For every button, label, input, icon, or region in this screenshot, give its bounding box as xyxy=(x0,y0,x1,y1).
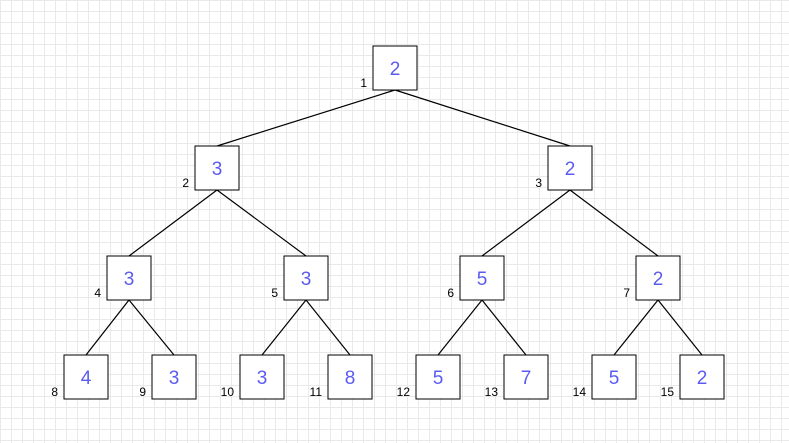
node-box xyxy=(679,354,725,400)
node-value: 5 xyxy=(433,368,444,389)
tree-node-2: 32 xyxy=(182,145,240,191)
node-box xyxy=(283,255,329,301)
tree-node-3: 23 xyxy=(535,145,593,191)
node-box xyxy=(635,255,681,301)
node-box xyxy=(503,354,549,400)
tree-node-10: 3 10 xyxy=(221,354,285,400)
tree-edge-7-14 xyxy=(613,299,659,356)
node-value: 3 xyxy=(124,269,135,290)
node-index-label: 9 xyxy=(139,385,146,399)
node-index-label: 4 xyxy=(94,286,101,300)
node-box xyxy=(63,354,109,400)
node-index-label: 2 xyxy=(182,176,189,190)
node-box xyxy=(194,145,240,191)
node-box xyxy=(547,145,593,191)
tree-edge-1-2 xyxy=(216,89,396,147)
node-box xyxy=(239,354,285,400)
tree-node-13: 7 13 xyxy=(485,354,549,400)
node-box xyxy=(106,255,152,301)
node-index-label: 15 xyxy=(661,385,675,399)
tree-edge-6-13 xyxy=(481,299,527,356)
tree-node-6: 56 xyxy=(447,255,505,301)
node-box xyxy=(591,354,637,400)
node-index-label: 8 xyxy=(51,385,58,399)
node-value: 7 xyxy=(521,368,532,389)
node-box xyxy=(415,354,461,400)
tree-edge-1-3 xyxy=(394,89,571,147)
tree-edge-3-7 xyxy=(569,189,659,257)
tree-node-7: 27 xyxy=(623,255,681,301)
tree-edge-4-8 xyxy=(85,299,130,356)
node-index-label: 6 xyxy=(447,286,454,300)
node-value: 2 xyxy=(565,159,576,180)
tree-node-5: 35 xyxy=(271,255,329,301)
node-index-label: 13 xyxy=(485,385,499,399)
tree-node-12: 5 12 xyxy=(397,354,461,400)
node-index-label: 1 xyxy=(360,76,367,90)
node-value: 5 xyxy=(609,368,620,389)
tree-edge-3-6 xyxy=(481,189,571,257)
node-box xyxy=(372,45,418,91)
node-value: 3 xyxy=(169,368,180,389)
tree-edge-2-5 xyxy=(216,189,307,257)
tree-edge-5-11 xyxy=(305,299,351,356)
tree-edge-4-9 xyxy=(128,299,175,356)
tree-node-15: 2 15 xyxy=(661,354,725,400)
node-box xyxy=(327,354,373,400)
node-index-label: 10 xyxy=(221,385,235,399)
tree-edge-6-12 xyxy=(437,299,483,356)
node-value: 5 xyxy=(477,269,488,290)
node-value: 2 xyxy=(390,59,401,80)
node-index-label: 14 xyxy=(573,385,587,399)
node-index-label: 3 xyxy=(535,176,542,190)
node-box xyxy=(151,354,197,400)
tree-edge-2-4 xyxy=(128,189,218,257)
node-value: 8 xyxy=(345,368,356,389)
edges-layer xyxy=(85,89,703,356)
tree-node-9: 39 xyxy=(139,354,197,400)
tree-node-14: 5 14 xyxy=(573,354,637,400)
node-value: 2 xyxy=(653,269,664,290)
tree-node-1: 21 xyxy=(360,45,418,91)
node-value: 4 xyxy=(81,368,92,389)
tree-node-11: 8 11 xyxy=(310,354,373,400)
node-value: 2 xyxy=(697,368,708,389)
node-index-label: 5 xyxy=(271,286,278,300)
node-value: 3 xyxy=(301,269,312,290)
tree-edge-7-15 xyxy=(657,299,703,356)
node-value: 3 xyxy=(257,368,268,389)
node-box xyxy=(459,255,505,301)
node-index-label: 11 xyxy=(310,385,323,399)
tree-edge-5-10 xyxy=(261,299,307,356)
tree-node-8: 48 xyxy=(51,354,109,400)
node-value: 3 xyxy=(212,159,223,180)
tree-node-4: 34 xyxy=(94,255,152,301)
node-index-label: 12 xyxy=(397,385,411,399)
node-index-label: 7 xyxy=(623,286,630,300)
